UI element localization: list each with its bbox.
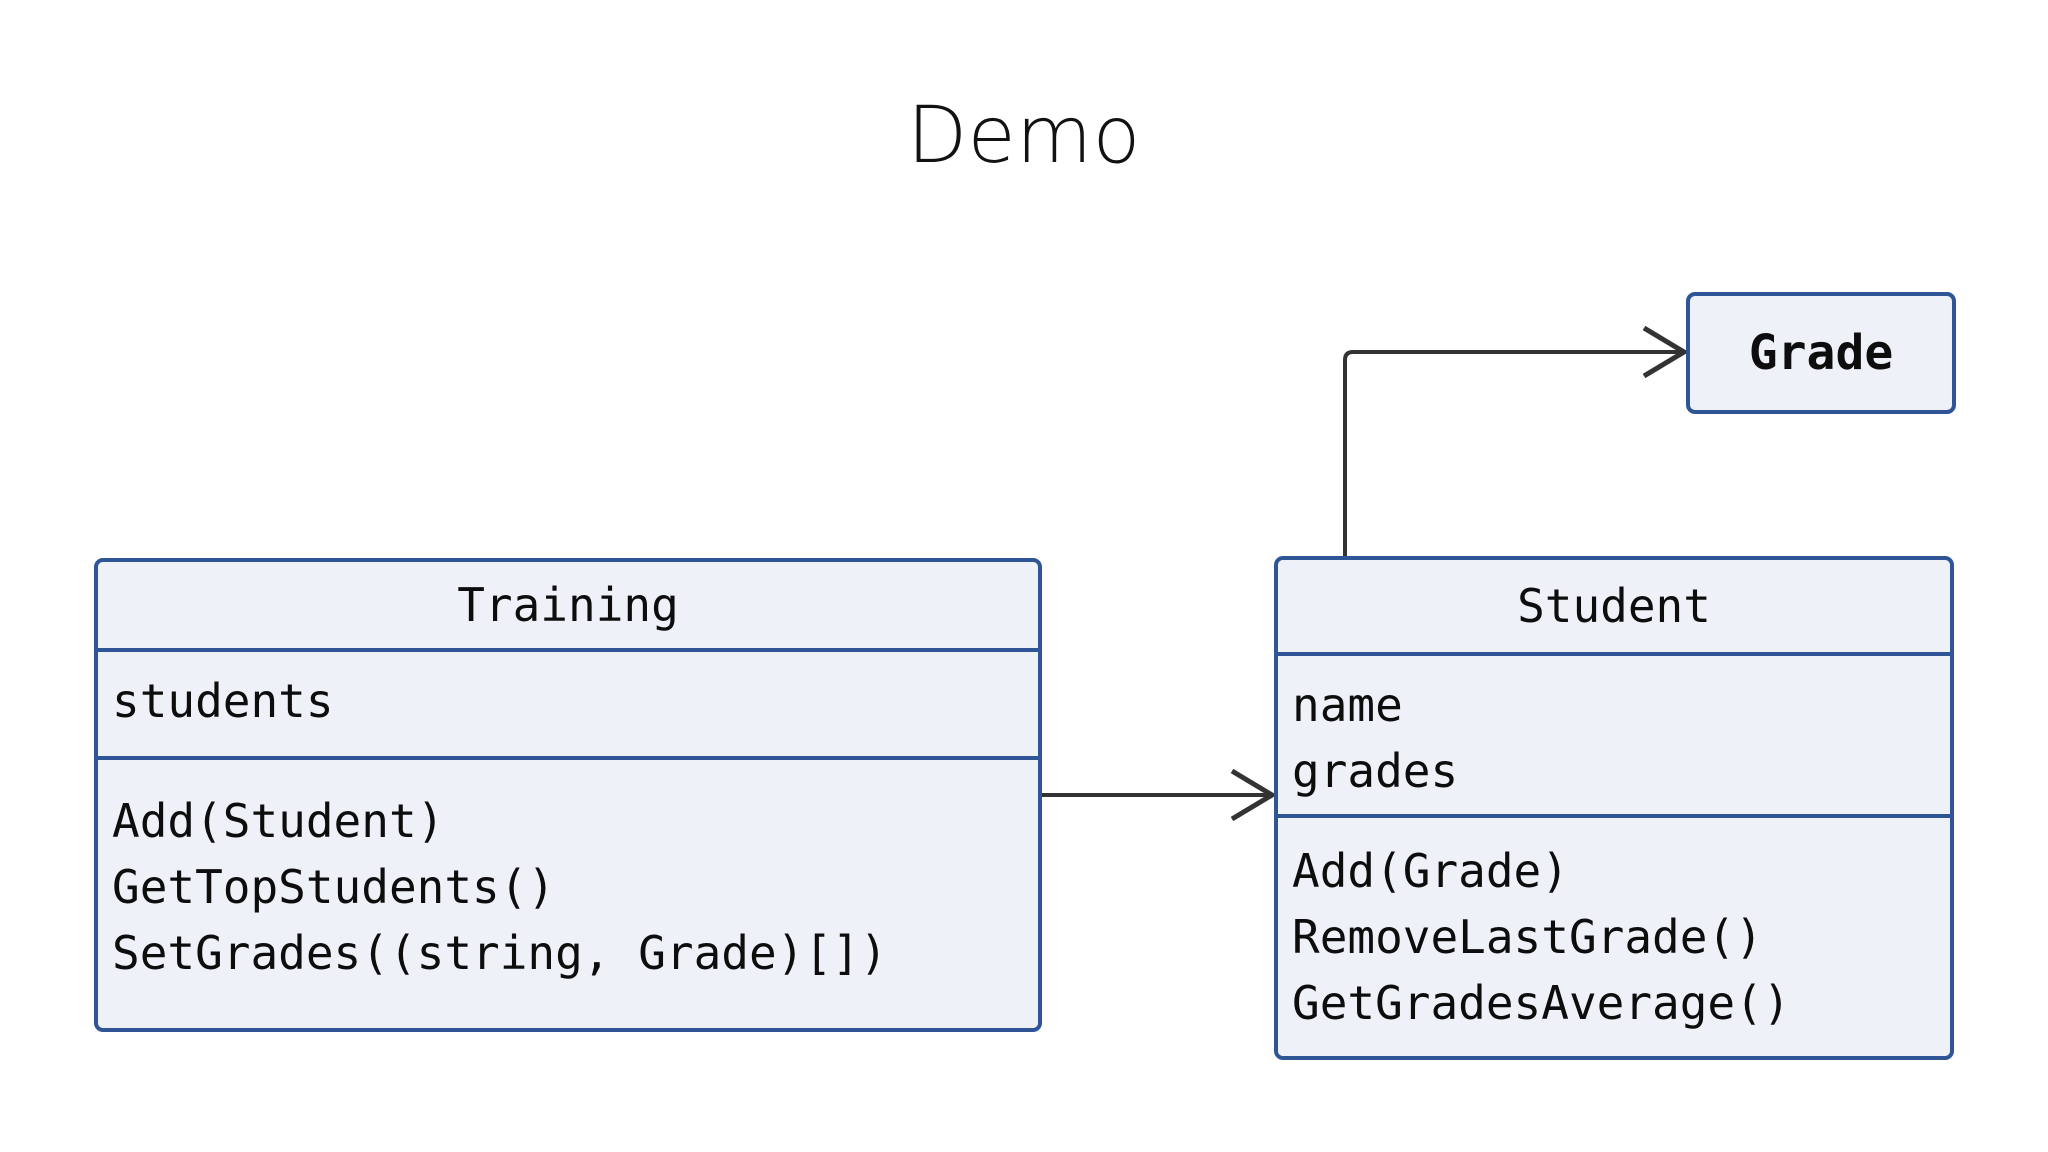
uml-class-student-methods: Add(Grade) RemoveLastGrade() GetGradesAv… — [1278, 814, 1950, 1056]
uml-attribute: grades — [1292, 744, 1459, 798]
uml-class-training[interactable]: Training students Add(Student) GetTopStu… — [94, 558, 1042, 1032]
uml-class-grade[interactable]: Grade — [1686, 292, 1956, 414]
uml-method: SetGrades((string, Grade)[]) — [112, 926, 888, 980]
uml-class-training-attributes: students — [98, 648, 1038, 756]
uml-method: Add(Student) — [112, 794, 445, 848]
uml-method: Add(Grade) — [1292, 844, 1569, 898]
uml-class-student-title: Student — [1278, 560, 1950, 652]
uml-attribute: students — [112, 674, 334, 728]
uml-class-training-methods: Add(Student) GetTopStudents() SetGrades(… — [98, 756, 1038, 1028]
connector-training-to-student — [1042, 768, 1277, 822]
uml-class-training-title: Training — [98, 562, 1038, 648]
uml-class-student-attributes: name grades — [1278, 652, 1950, 814]
uml-method: GetGradesAverage() — [1292, 976, 1791, 1030]
uml-class-grade-title: Grade — [1748, 325, 1894, 381]
uml-method: GetTopStudents() — [112, 860, 556, 914]
connector-student-to-grade — [1343, 325, 1689, 556]
uml-method: RemoveLastGrade() — [1292, 910, 1763, 964]
page-title: Demo — [907, 91, 1141, 181]
uml-class-student[interactable]: Student name grades Add(Grade) RemoveLas… — [1274, 556, 1954, 1060]
uml-attribute: name — [1292, 678, 1403, 732]
